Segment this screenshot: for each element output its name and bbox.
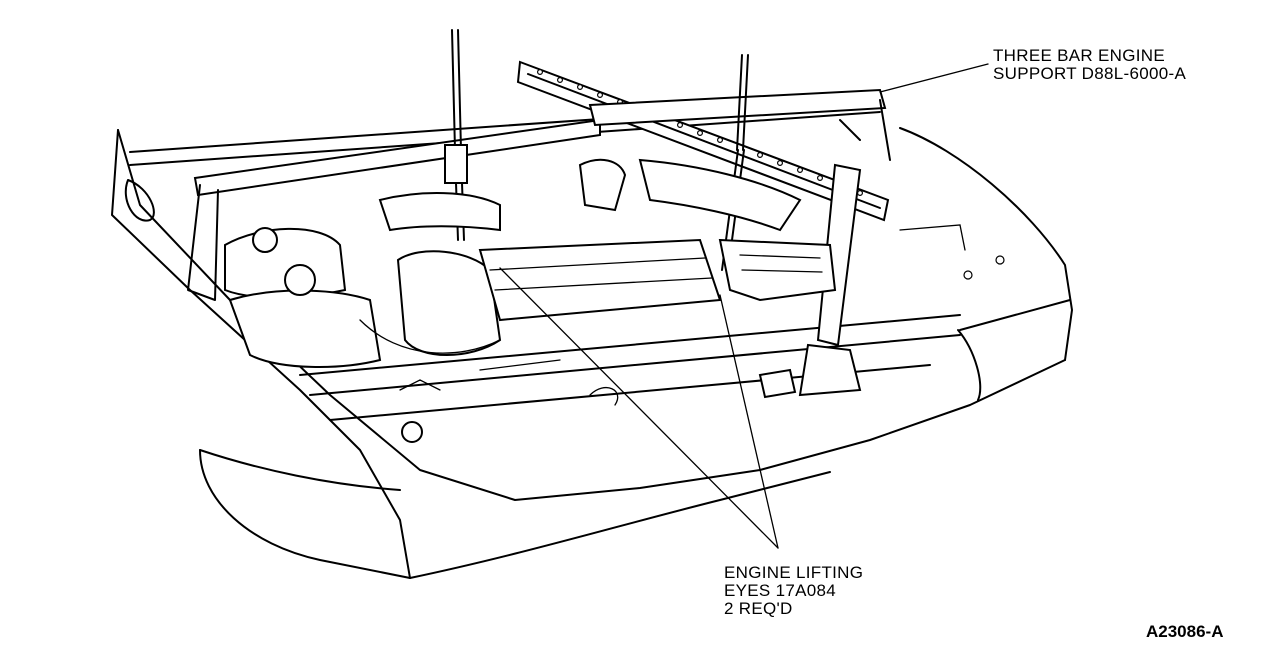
engine-assembly bbox=[224, 158, 1005, 443]
figure-id: A23086-A bbox=[1146, 622, 1224, 641]
three-bar-support-callout: THREE BAR ENGINE SUPPORT D88L-6000-A bbox=[993, 47, 1186, 83]
callout-line: ENGINE LIFTING bbox=[724, 563, 864, 582]
callout-line: THREE BAR ENGINE bbox=[993, 46, 1165, 65]
callout-leaders bbox=[499, 63, 989, 549]
callout-line: EYES 17A084 bbox=[724, 581, 836, 600]
callout-line: 2 REQ'D bbox=[724, 599, 793, 618]
three-bar-engine-support bbox=[187, 60, 891, 397]
callout-line: SUPPORT D88L-6000-A bbox=[993, 64, 1187, 83]
lifting-eyes-callout: ENGINE LIFTING EYES 17A084 2 REQ'D bbox=[724, 564, 863, 618]
